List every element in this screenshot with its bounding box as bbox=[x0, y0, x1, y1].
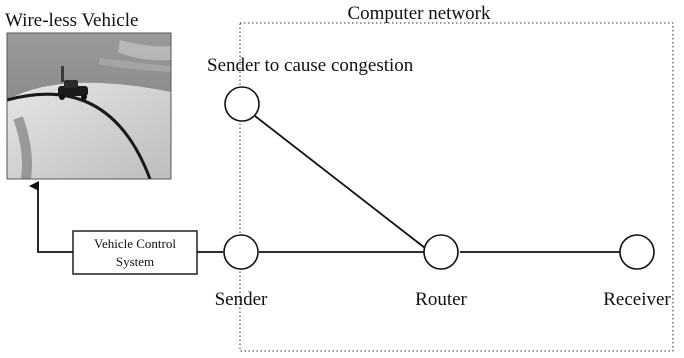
node-receiver-label: Receiver bbox=[603, 289, 671, 310]
node-router-label: Router bbox=[415, 289, 467, 310]
node-congestion-label: Sender to cause congestion bbox=[207, 55, 414, 76]
node-sender bbox=[223, 234, 259, 270]
vehicle-photo bbox=[6, 32, 172, 180]
node-sender-label: Sender bbox=[215, 289, 268, 310]
node-congestion-sender bbox=[224, 86, 260, 122]
control-box-line1: Vehicle Control bbox=[94, 236, 176, 251]
vehicle-icon bbox=[58, 66, 88, 100]
node-router bbox=[423, 234, 459, 270]
node-receiver bbox=[619, 234, 655, 270]
vehicle-title: Wire-less Vehicle bbox=[5, 10, 138, 31]
network-boundary bbox=[239, 22, 674, 352]
link-congestion-router bbox=[254, 115, 426, 249]
control-to-vehicle-arrow bbox=[29, 181, 73, 253]
vehicle-control-system-box bbox=[72, 230, 198, 275]
control-box-line2: System bbox=[116, 254, 154, 269]
network-title: Computer network bbox=[347, 3, 491, 24]
